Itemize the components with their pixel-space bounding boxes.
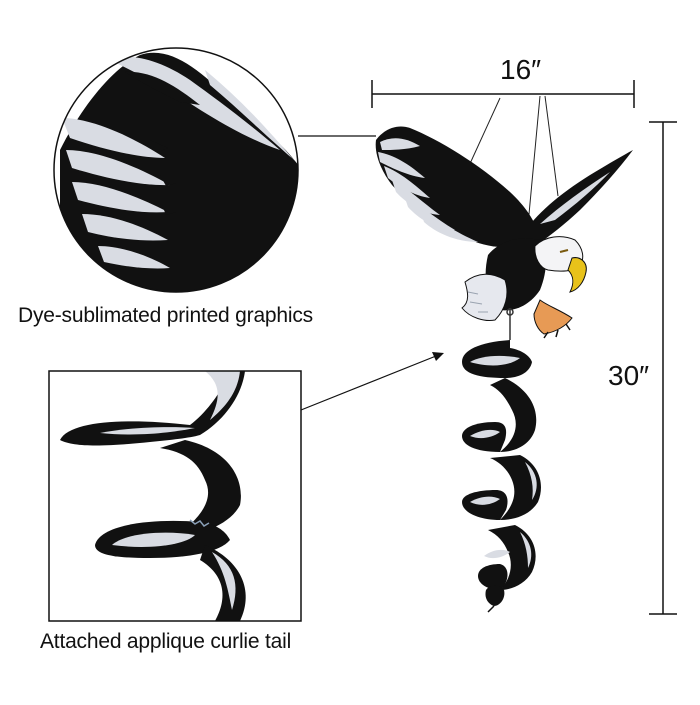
height-dimension-line — [649, 121, 677, 615]
tail-closeup-icon — [48, 370, 302, 622]
width-label: 16″ — [500, 54, 542, 85]
tail-pointer-arrow — [300, 352, 444, 411]
eagle-spinner-icon — [375, 95, 633, 613]
height-label: 30″ — [608, 360, 650, 391]
width-dimension-line — [371, 80, 635, 108]
wing-caption: Dye-sublimated printed graphics — [18, 304, 313, 327]
tail-caption: Attached applique curlie tail — [40, 630, 292, 653]
wing-closeup-icon — [53, 47, 299, 293]
